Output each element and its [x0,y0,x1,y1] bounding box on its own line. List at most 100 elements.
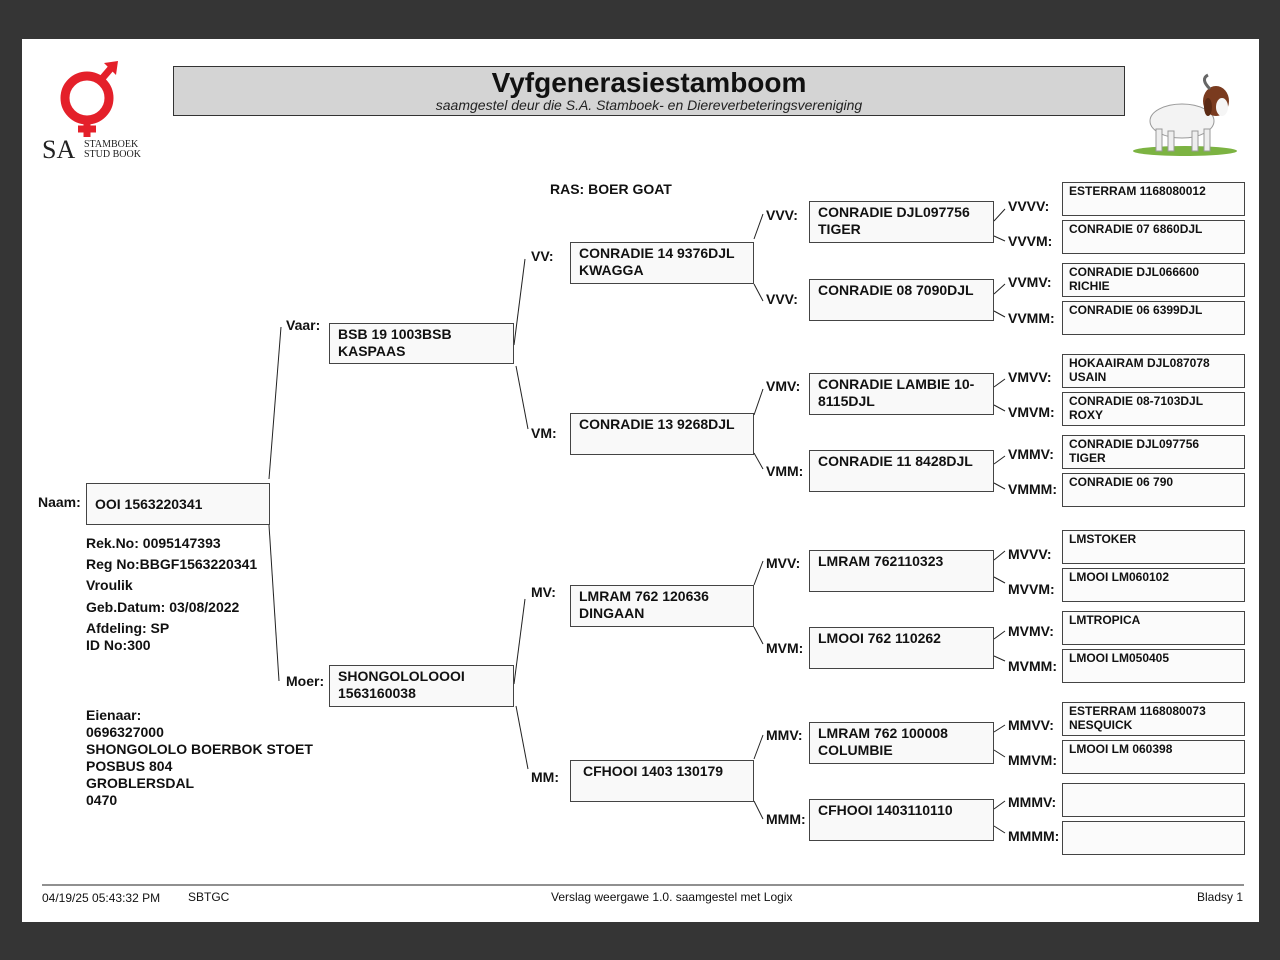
gen5-label-1: VVVV: [1008,198,1050,214]
footer-version: Verslag weergawe 1.0. saamgestel met Log… [551,890,793,904]
gen4-name-mmm: CFHOOI 1403110110 [818,802,953,818]
gen5-name-14: LMOOI LM 060398 [1069,742,1173,756]
gen5-name-6: CONRADIE 08-7103DJL ROXY [1069,394,1203,422]
gen5-name-2: CONRADIE 07 6860DJL [1069,222,1203,236]
gen5-label-15: MMMV: [1008,794,1057,810]
gen4-box-vmm: CONRADIE 11 8428DJL [809,450,994,492]
gen5-name-13: ESTERRAM 1168080073 NESQUICK [1069,704,1206,732]
gen5-name-11: LMTROPICA [1069,613,1141,627]
gen5-label-13: MMVV: [1008,717,1054,733]
gen5-label-9: MVVV: [1008,546,1052,562]
gen4-name-mmv: LMRAM 762 100008 COLUMBIE [818,725,948,758]
gen4-name-vvv: CONRADIE DJL097756 TIGER [818,204,970,237]
boer-goat-image [1130,73,1240,157]
pedigree-connector-lines [42,208,1244,886]
gen3-label-mm: MM: [531,769,559,785]
gen5-box-5: HOKAAIRAM DJL087078 USAIN [1062,354,1245,388]
animal-sex: Vroulik [86,577,133,593]
gen5-label-7: VMMV: [1008,446,1054,462]
gen5-box-7: CONRADIE DJL097756 TIGER [1062,435,1245,469]
breed-label: RAS: BOER GOAT [550,181,672,197]
gen4-label-vmv: VMV: [766,378,801,394]
animal-name: OOI 1563220341 [95,496,203,512]
moer-label: Moer: [286,673,325,689]
gen4-label-vvm: VVV: [766,291,798,307]
gen4-label-mmm: MMM: [766,811,806,827]
gen3-label-vm: VM: [531,425,557,441]
gen5-label-5: VMVV: [1008,369,1052,385]
animal-details: Rek.No: 0095147393 Reg No:BBGF1563220341… [86,535,257,654]
gen5-box-3: CONRADIE DJL066600 RICHIE [1062,263,1245,297]
owner-number: 0696327000 [86,724,164,740]
animal-division: Afdeling: SP [86,620,170,636]
gen4-box-mvm: LMOOI 762 110262 [809,627,994,669]
sa-studbook-logo: SA STAMBOEK STUD BOOK [42,61,142,163]
gen4-name-vvm: CONRADIE 08 7090DJL [818,282,974,298]
gen5-box-2: CONRADIE 07 6860DJL [1062,220,1245,254]
gen3-name-vv: CONRADIE 14 9376DJL KWAGGA [579,245,735,278]
gen5-box-1: ESTERRAM 1168080012 [1062,182,1245,216]
gen5-box-16 [1062,821,1245,855]
page-subtitle: saamgestel deur die S.A. Stamboek- en Di… [435,97,863,113]
gen5-label-11: MVMV: [1008,623,1054,639]
vaar-name: BSB 19 1003BSB KASPAAS [338,326,452,359]
gen3-box-vv: CONRADIE 14 9376DJL KWAGGA [570,242,754,284]
gen5-box-13: ESTERRAM 1168080073 NESQUICK [1062,702,1245,736]
gen5-label-6: VMVM: [1008,404,1055,420]
gen4-label-mmv: MMV: [766,727,803,743]
gen4-box-mmv: LMRAM 762 100008 COLUMBIE [809,722,994,764]
gen5-box-4: CONRADIE 06 6399DJL [1062,301,1245,335]
gen4-box-vmv: CONRADIE LAMBIE 10-8115DJL [809,373,994,415]
gen4-label-mvm: MVM: [766,640,804,656]
gen5-label-3: VVMV: [1008,274,1052,290]
gen5-label-2: VVVM: [1008,233,1053,249]
gen5-box-14: LMOOI LM 060398 [1062,740,1245,774]
pedigree-page: SA STAMBOEK STUD BOOK Vyfgenerasiestambo… [22,39,1259,922]
animal-reknr: Rek.No: 0095147393 [86,535,221,551]
gen5-box-8: CONRADIE 06 790 [1062,473,1245,507]
gen4-box-mmm: CFHOOI 1403110110 [809,799,994,841]
gen4-name-vmv: CONRADIE LAMBIE 10-8115DJL [818,376,975,409]
animal-name-label: Naam: [38,494,81,510]
gen5-box-6: CONRADIE 08-7103DJL ROXY [1062,392,1245,426]
gen4-label-vmm: VMM: [766,463,804,479]
gen4-box-vvv: CONRADIE DJL097756 TIGER [809,201,994,243]
gen5-name-12: LMOOI LM050405 [1069,651,1170,665]
gen5-label-10: MVVM: [1008,581,1055,597]
owner-postcode: 0470 [86,792,118,808]
logo-line1: STAMBOEK [84,139,139,150]
animal-birthdate: Geb.Datum: 03/08/2022 [86,599,240,615]
animal-regnr: Reg No:BBGF1563220341 [86,556,258,572]
gen5-box-10: LMOOI LM060102 [1062,568,1245,602]
owner-details: Eienaar: 0696327000 SHONGOLOLO BOERBOK S… [86,707,313,809]
gen5-label-12: MVMM: [1008,658,1057,674]
boer-goat-icon [1133,73,1237,156]
gen5-name-8: CONRADIE 06 790 [1069,475,1174,489]
gen3-box-mm: CFHOOI 1403 130179 [570,760,754,802]
footer-page-number: Bladsy 1 [1197,890,1244,904]
animal-idnr: ID No:300 [86,637,151,653]
gen5-name-10: LMOOI LM060102 [1069,570,1170,584]
gen3-box-mv: LMRAM 762 120636 DINGAAN [570,585,754,627]
moer-name: SHONGOLOLOOOI 1563160038 [338,668,465,701]
owner-label: Eienaar: [86,707,142,723]
logo-line2: STUD BOOK [84,149,141,160]
gen4-box-vvm: CONRADIE 08 7090DJL [809,279,994,321]
gen3-name-mv: LMRAM 762 120636 DINGAAN [579,588,709,621]
footer-code: SBTGC [188,890,230,904]
gen5-label-16: MMMM: [1008,828,1060,844]
vaar-box: BSB 19 1003BSB KASPAAS [329,323,514,364]
gen5-box-15 [1062,783,1245,817]
gen5-name-1: ESTERRAM 1168080012 [1069,184,1206,198]
gen5-name-7: CONRADIE DJL097756 TIGER [1069,437,1200,465]
gen3-label-mv: MV: [531,584,556,600]
gen3-box-vm: CONRADIE 13 9268DJL [570,413,754,455]
title-box: Vyfgenerasiestamboom saamgestel deur die… [173,66,1125,116]
gen3-name-mm: CFHOOI 1403 130179 [583,763,724,779]
gen4-label-vvv: VVV: [766,207,798,223]
gen5-box-12: LMOOI LM050405 [1062,649,1245,683]
gen5-label-8: VMMM: [1008,481,1057,497]
gen5-name-3: CONRADIE DJL066600 RICHIE [1069,265,1200,293]
gen4-label-mvv: MVV: [766,555,801,571]
owner-address-1: POSBUS 804 [86,758,173,774]
